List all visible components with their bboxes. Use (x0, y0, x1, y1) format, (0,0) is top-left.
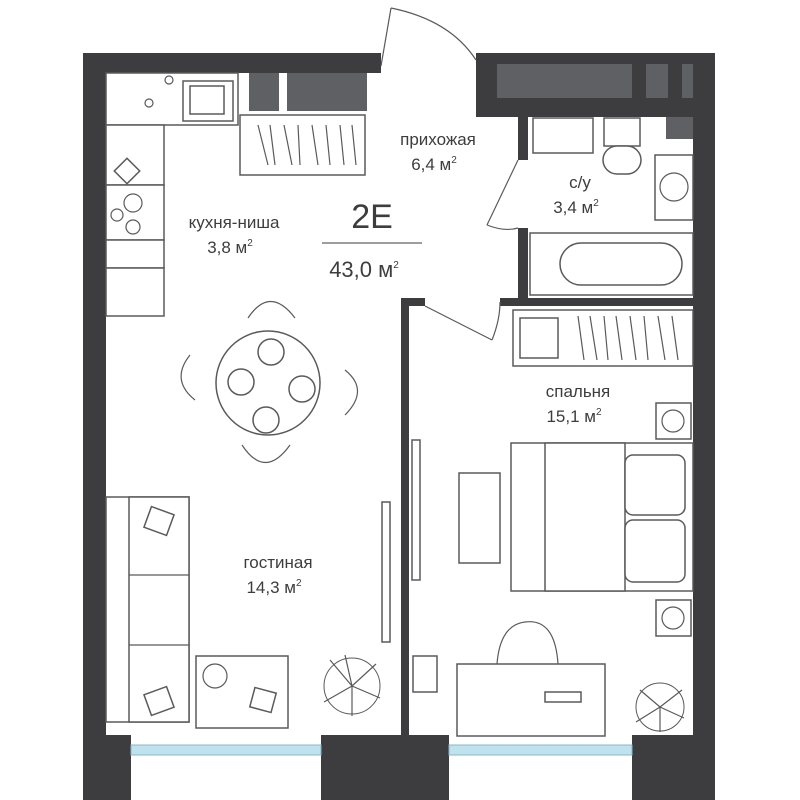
wall-bathroom-left-bottom (518, 228, 528, 306)
kitchen-unit (105, 72, 239, 317)
wall-partition-vertical (401, 302, 409, 736)
wall-top-left (83, 53, 381, 73)
bedroom-door (424, 301, 501, 341)
wall-hallway-bottom (401, 298, 425, 306)
unit-label: 2E 43,0 м2 (314, 187, 430, 292)
wall-bathroom-bottom (500, 298, 698, 306)
wall-outer-left (83, 53, 106, 763)
storage-blocks (249, 64, 693, 139)
unit-code: 2E (351, 198, 393, 236)
bedroom-area: 15,1 м2 (546, 407, 602, 426)
tv-bedroom (411, 439, 421, 581)
plant-living (323, 654, 381, 716)
window-living (130, 744, 322, 756)
window-bedroom (448, 744, 633, 756)
coffee-table (195, 655, 289, 729)
wall-outer-right (693, 53, 715, 763)
hallway-name: прихожая (400, 130, 476, 149)
kitchen-name: кухня-ниша (189, 213, 280, 232)
room-labels: прихожая 6,4 м2 с/у 3,4 м2 кухня-ниша 3,… (189, 130, 611, 597)
unit-area: 43,0 м2 (329, 257, 399, 282)
kitchen-area: 3,8 м2 (207, 238, 253, 257)
bathroom-fixtures (529, 117, 694, 296)
living-name: гостиная (243, 553, 312, 572)
wall-bottom-left (83, 735, 131, 800)
hallway-wardrobe (239, 114, 366, 176)
walls (83, 53, 715, 800)
wall-bottom-middle (321, 735, 449, 800)
bathroom-name: с/у (569, 173, 591, 192)
bathroom-door (486, 159, 519, 231)
bedroom-wardrobe (512, 309, 694, 367)
windows (130, 744, 633, 756)
sofa (105, 496, 190, 723)
desk (412, 621, 606, 737)
bedroom-name: спальня (546, 382, 611, 401)
tv-living (381, 501, 391, 643)
rug (458, 472, 501, 564)
plant-bedroom (635, 682, 685, 732)
wall-bottom-right (632, 735, 715, 800)
bathroom-area: 3,4 м2 (553, 198, 599, 217)
dining-set (180, 301, 359, 463)
entrance-door (380, 7, 477, 67)
living-area: 14,3 м2 (246, 578, 302, 597)
hallway-area: 6,4 м2 (411, 155, 457, 174)
wall-bathroom-left-top (518, 115, 528, 160)
bed (510, 402, 694, 637)
